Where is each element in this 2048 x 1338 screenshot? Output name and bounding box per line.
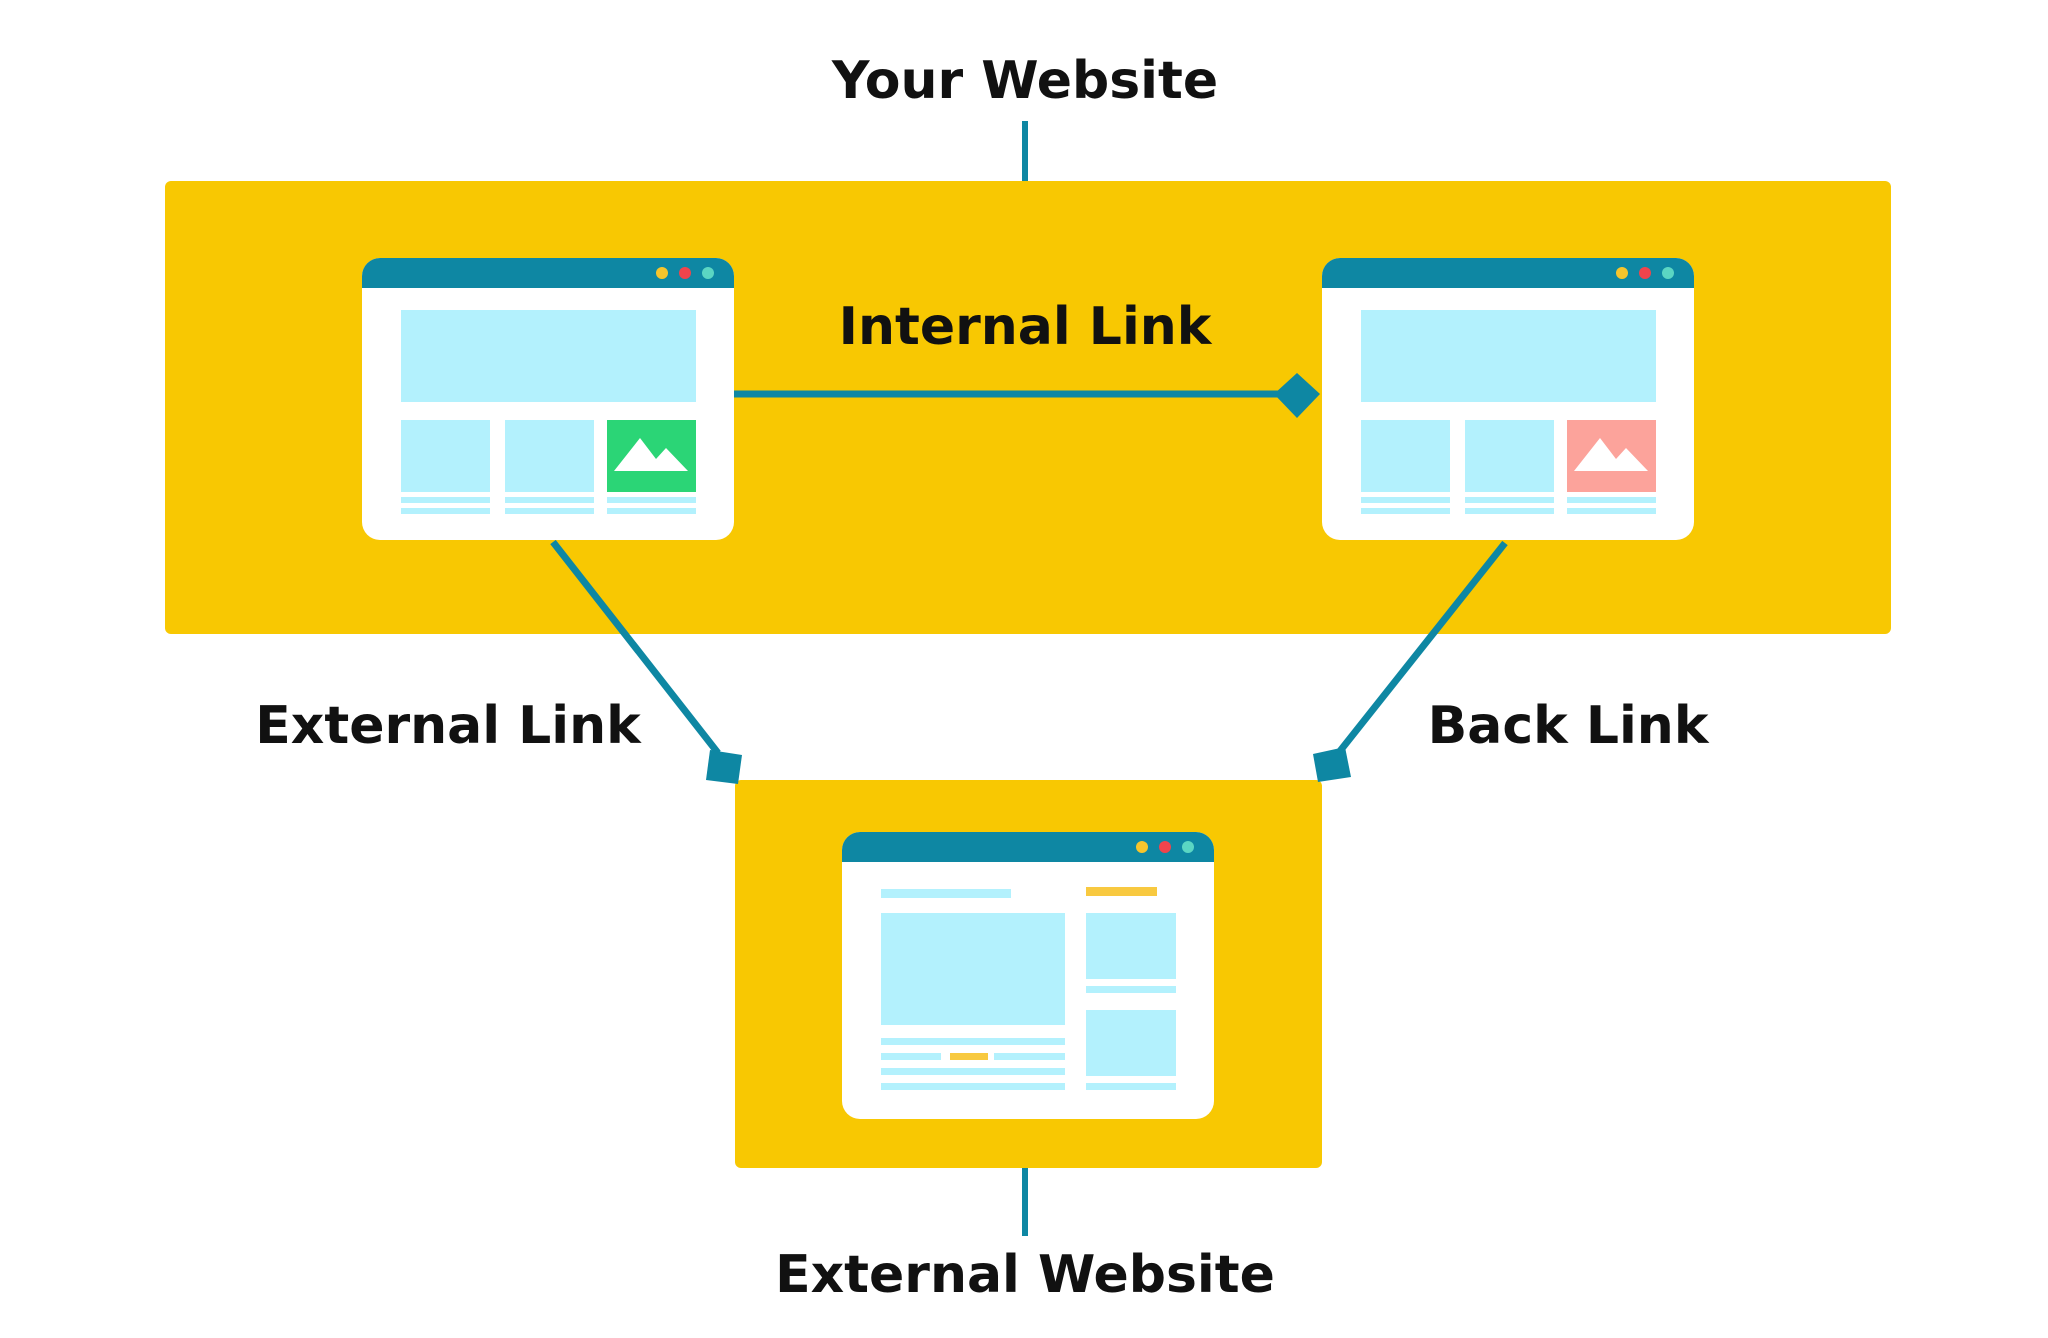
- text-line: [1567, 497, 1656, 503]
- window-dot-red: [1639, 267, 1651, 279]
- text-line: [505, 508, 594, 514]
- content-block-2: [1465, 420, 1554, 492]
- back-link-line: [1337, 540, 1508, 754]
- internal-link-diamond: [1274, 373, 1320, 418]
- back-link-endpoint: [1313, 747, 1351, 782]
- inline-link-highlight: [950, 1053, 988, 1060]
- window-titlebar: [842, 832, 1214, 862]
- text-line: [1465, 508, 1554, 514]
- page-window-right: [1322, 258, 1694, 540]
- internal-link-label: Internal Link: [838, 297, 1212, 357]
- text-line: [505, 497, 594, 503]
- external-link-line: [550, 539, 721, 756]
- external-link-endpoint: [706, 750, 742, 784]
- sidebar-text-line: [1086, 986, 1176, 993]
- your-website-label: Your Website: [831, 51, 1219, 111]
- window-dot-red: [679, 267, 691, 279]
- page-window-left: [362, 258, 734, 540]
- content-block-2: [505, 420, 594, 492]
- window-titlebar: [362, 258, 734, 288]
- mountain-image-icon: [614, 438, 688, 471]
- text-line: [1465, 497, 1554, 503]
- text-line: [881, 1038, 1065, 1045]
- back-link-label: Back Link: [1427, 696, 1709, 756]
- external-page-window: [842, 832, 1214, 1119]
- window-dot-teal: [1182, 841, 1194, 853]
- window-dot-yellow: [1616, 267, 1628, 279]
- headline-line: [881, 889, 1011, 898]
- text-line: [607, 508, 696, 514]
- window-dot-teal: [1662, 267, 1674, 279]
- mountain-image-icon: [1574, 438, 1648, 471]
- text-line: [1567, 508, 1656, 514]
- window-titlebar: [1322, 258, 1694, 288]
- text-line: [401, 508, 490, 514]
- content-block-1: [1361, 420, 1450, 492]
- text-line: [401, 497, 490, 503]
- window-dot-yellow: [656, 267, 668, 279]
- text-line-left: [881, 1053, 941, 1060]
- sidebar-text-line: [1086, 1083, 1176, 1090]
- text-line-right: [994, 1053, 1065, 1060]
- text-line: [607, 497, 696, 503]
- text-line: [1361, 508, 1450, 514]
- window-dot-teal: [702, 267, 714, 279]
- sidebar-heading: [1086, 887, 1157, 896]
- sidebar-block-2: [1086, 1010, 1176, 1076]
- text-line: [881, 1083, 1065, 1090]
- window-dot-yellow: [1136, 841, 1148, 853]
- text-line: [1361, 497, 1450, 503]
- external-link-label: External Link: [255, 696, 641, 756]
- window-dot-red: [1159, 841, 1171, 853]
- main-content-block: [881, 913, 1065, 1025]
- external-website-label: External Website: [775, 1245, 1275, 1305]
- banner-block: [1361, 310, 1656, 402]
- banner-block: [401, 310, 696, 402]
- text-line: [881, 1068, 1065, 1075]
- content-block-1: [401, 420, 490, 492]
- sidebar-block-1: [1086, 913, 1176, 979]
